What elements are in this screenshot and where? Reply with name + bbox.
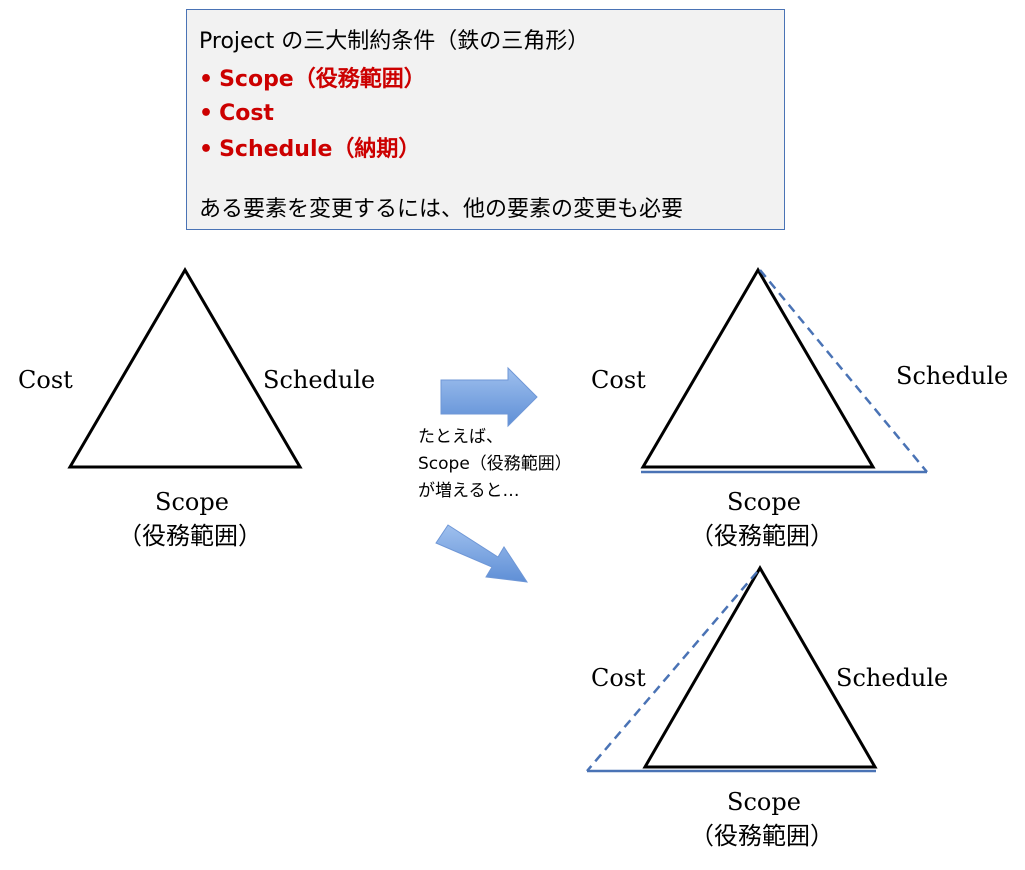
label-cost: Cost xyxy=(591,366,646,394)
label-schedule: Schedule xyxy=(896,362,1009,390)
arrow-diagonal-icon xyxy=(435,524,529,583)
constraint-label: Scope（役務範囲） xyxy=(219,67,426,92)
label-scope: Scope xyxy=(727,788,801,816)
extended-cost-dashed-line xyxy=(586,571,758,772)
extended-schedule-dashed-line xyxy=(759,269,928,473)
label-scope: Scope xyxy=(727,488,801,516)
label-cost: Cost xyxy=(18,366,73,394)
label-schedule: Schedule xyxy=(263,366,376,394)
caption-line: Scope（役務範囲） xyxy=(418,454,572,474)
label-scope-jp: （役務範囲） xyxy=(118,522,262,550)
label-scope: Scope xyxy=(155,488,229,516)
info-title: Project の三大制約条件（鉄の三角形） xyxy=(199,29,590,54)
constraints-info-box: Project の三大制約条件（鉄の三角形） •Scope（役務範囲） •Cos… xyxy=(186,9,785,230)
caption-line: たとえば、 xyxy=(418,427,503,447)
constraint-label: Schedule（納期） xyxy=(219,137,421,162)
bullet-icon: • xyxy=(199,67,214,92)
bullet-icon: • xyxy=(199,137,214,162)
constraint-label: Cost xyxy=(219,101,274,126)
arrow-right-icon xyxy=(440,366,538,428)
constraint-item-schedule: •Schedule（納期） xyxy=(199,135,420,165)
original-triangle xyxy=(67,267,303,469)
scope-increase-triangle-schedule xyxy=(640,267,876,469)
scope-increase-triangle-cost xyxy=(642,565,878,769)
label-schedule: Schedule xyxy=(836,664,949,692)
constraint-item-scope: •Scope（役務範囲） xyxy=(199,65,426,95)
constraint-item-cost: •Cost xyxy=(199,99,274,129)
caption-line: が増えると… xyxy=(418,481,520,501)
label-cost: Cost xyxy=(591,664,646,692)
label-scope-jp: （役務範囲） xyxy=(690,522,834,550)
bullet-icon: • xyxy=(199,101,214,126)
label-scope-jp: （役務範囲） xyxy=(690,822,834,850)
info-note: ある要素を変更するには、他の要素の変更も必要 xyxy=(199,197,684,222)
example-caption: たとえば、 Scope（役務範囲） が増えると… xyxy=(418,424,572,505)
